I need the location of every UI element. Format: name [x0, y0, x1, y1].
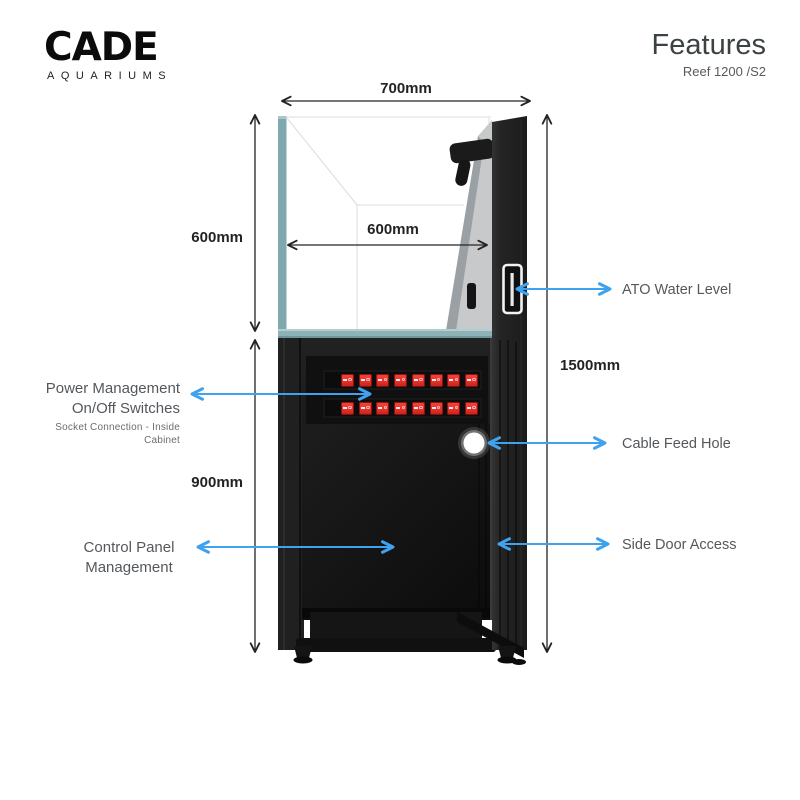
rocker-switch [394, 373, 408, 387]
plumbing-elbow [455, 159, 471, 186]
tank-base [278, 329, 502, 338]
rocker-switch [411, 401, 425, 415]
cable-feed-hole [458, 427, 490, 459]
rocker-switch [376, 373, 390, 387]
rocker-switch [376, 401, 390, 415]
rocker-switch [447, 373, 461, 387]
rocker-switch [341, 373, 354, 387]
rocker-switch [464, 401, 478, 415]
front-door-panel [302, 424, 490, 614]
overflow-panel [446, 120, 495, 331]
brand-logo-subtext: AQUARIUMS [47, 70, 173, 82]
callout-arrows [190, 282, 612, 554]
callout-label-power-main: Power Management On/Off Switches [45, 380, 180, 417]
dimension-label-tank-height: 600mm [191, 229, 243, 246]
rocker-switch [447, 401, 461, 415]
dimension-label-top-width: 700mm [380, 80, 432, 97]
rocker-switch [358, 401, 372, 415]
brand-logo: CADE AQUARIUMS [44, 28, 172, 82]
rocker-switch [429, 401, 443, 415]
callout-label-control: Control Panel Management [83, 539, 175, 576]
rocker-switch [411, 373, 425, 387]
cabinet-feet [293, 646, 526, 665]
dimension-label-total-height: 1500mm [560, 357, 621, 374]
title-block: Features Reef 1200 /S2 [651, 29, 766, 80]
rocker-switch [464, 373, 478, 387]
glass-left-edge [278, 116, 287, 338]
rocker-switch [394, 401, 408, 415]
brand-logo-text: CADE [44, 25, 159, 70]
dimension-label-inner-width: 600mm [367, 221, 419, 238]
page-title: Features [651, 29, 766, 61]
rocker-switch [341, 401, 354, 415]
side-panel [457, 116, 527, 658]
plumbing-fitting [449, 138, 495, 164]
page-subtitle: Reef 1200 /S2 [682, 64, 766, 80]
switch-row-1 [341, 373, 478, 387]
switch-row-2 [341, 401, 478, 415]
callout-label-ato: ATO Water Level [622, 282, 732, 298]
glass-clip [467, 283, 476, 309]
rocker-switch [358, 373, 372, 387]
callout-label-power: Power Management On/Off Switches Socket … [20, 379, 180, 447]
callout-label-power-sub: Socket Connection - Inside Cabinet [55, 422, 180, 446]
rocker-switch [429, 373, 443, 387]
callout-label-cable: Cable Feed Hole [622, 436, 731, 452]
callout-label-door: Side Door Access [622, 537, 737, 553]
dimension-label-cabinet-height: 900mm [191, 474, 243, 491]
dimension-lines [249, 95, 553, 653]
